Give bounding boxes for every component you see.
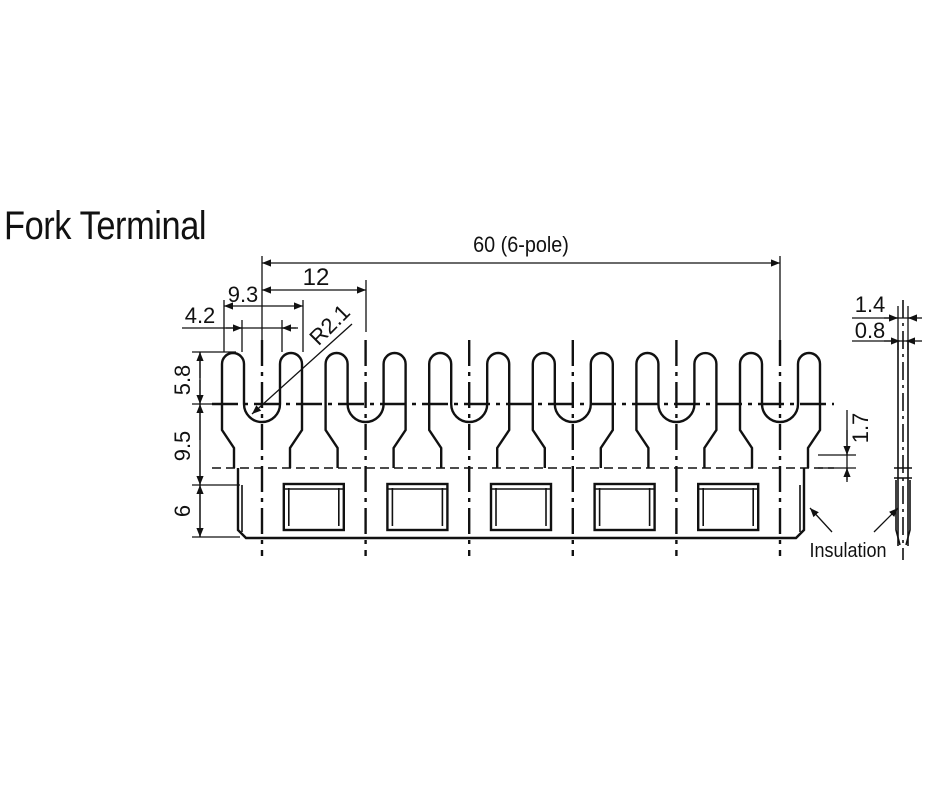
insulation-window-4 [593, 482, 656, 532]
insulation-leader-left [809, 507, 833, 533]
fork-depth-label: 5.8 [170, 365, 195, 396]
radius-leader [251, 323, 353, 415]
insulation-window-5 [697, 482, 760, 532]
thickness-plate-label: 0.8 [855, 318, 886, 343]
fork-terminal-1 [220, 351, 304, 468]
insulation-leader-right [873, 507, 899, 533]
fork-terminal-6 [738, 351, 822, 468]
fork-terminal-3 [428, 351, 511, 468]
side-view [852, 300, 922, 560]
radius-label: R2.1 [304, 299, 355, 350]
insulation-window-1 [282, 482, 345, 532]
fork-terminal-5 [635, 351, 718, 468]
fork-to-insulation-label: 9.5 [170, 431, 195, 462]
thickness-total-label: 1.4 [855, 292, 886, 317]
overall-dim-label: 60 (6-pole) [473, 233, 569, 257]
insulation-block [236, 468, 806, 540]
fork-width-dim-label: 9.3 [228, 282, 259, 307]
offset-label: 1.7 [848, 413, 873, 444]
fork-terminal-4 [531, 351, 614, 468]
pitch-dim-label: 12 [303, 264, 330, 291]
insulation-window-3 [489, 482, 553, 532]
insulation-height-label: 6 [170, 505, 195, 517]
insulation-label: Insulation [809, 540, 886, 562]
insulation-window-2 [386, 482, 449, 532]
drawing-title: Fork Terminal [4, 204, 207, 248]
terminal-row [220, 340, 822, 556]
slot-dim-label: 4.2 [185, 303, 216, 328]
fork-terminal-2 [324, 351, 407, 468]
